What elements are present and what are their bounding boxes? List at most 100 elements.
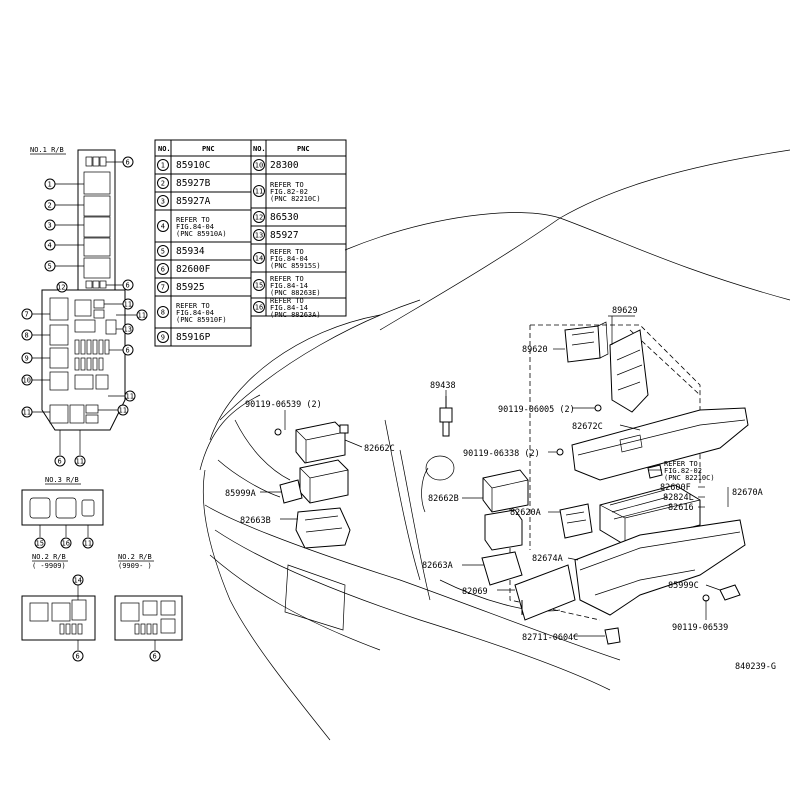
table-row-pnc: 86530: [270, 212, 299, 223]
part-clips: [274, 404, 741, 645]
table-row-number-16: [253, 301, 265, 313]
table-row-pnc: (PNC 82210C): [270, 195, 321, 203]
table-row-no: 5: [161, 248, 165, 256]
part-82620A-relay: [484, 503, 593, 551]
table-row-number-6: [157, 263, 169, 275]
part-82662-relay-mid: [299, 459, 349, 504]
relay-block-no2b: NO.2 R/B (9909- ) 6: [114, 553, 183, 662]
no2a-subtitle: ( -9909): [32, 562, 66, 570]
svg-text:9: 9: [25, 355, 29, 363]
svg-text:6: 6: [76, 653, 80, 661]
svg-text:8: 8: [25, 332, 29, 340]
table-row-pnc: 85927A: [176, 196, 211, 207]
table-header-no-right: NO.: [253, 145, 266, 153]
table-row-pnc: 85927B: [176, 178, 211, 189]
label-90119-06005: 90119-06005 (2): [498, 405, 575, 415]
relay-block-no2a: NO.2 R/B ( -9909) 14 6: [21, 553, 96, 662]
part-89629-sensor: [609, 329, 649, 413]
table-row-no: 7: [161, 284, 165, 292]
table-row-no: 10: [255, 162, 263, 170]
table-row-pnc: REFER TO: [270, 248, 304, 256]
part-85999A-bracket: [279, 479, 303, 504]
table-row-number-14: [253, 252, 265, 264]
relay-block-no1: NO.1 R/B: [21, 146, 148, 467]
table-header-no-left: NO.: [158, 145, 171, 153]
table-row-pnc: REFER TO: [270, 275, 304, 283]
table-row-no: 16: [255, 304, 263, 312]
svg-text:11: 11: [126, 393, 134, 401]
label-refer-2: FIG.82-02: [664, 467, 702, 475]
table-row-no: 11: [255, 188, 263, 196]
table-row-pnc: 85910C: [176, 160, 210, 171]
svg-text:11: 11: [124, 301, 132, 309]
svg-text:6: 6: [126, 347, 130, 355]
no1-title: NO.1 R/B: [30, 146, 64, 154]
part-82662C-relay: [295, 421, 349, 464]
figure-id: 840239-G: [735, 662, 776, 672]
table-row-no: 14: [255, 255, 263, 263]
label-82600F: 82600F: [660, 483, 691, 493]
table-row-number-4: [157, 220, 169, 232]
label-82672C: 82672C: [572, 422, 603, 432]
svg-text:11: 11: [138, 312, 146, 320]
callout-labels: 89629 89620 89438 90119-06005 (2) 82672C…: [225, 306, 776, 672]
label-90119-06539-2: 90119-06539 (2): [245, 400, 322, 410]
table-row-pnc: 85934: [176, 246, 205, 257]
svg-text:11: 11: [23, 409, 31, 417]
relay-block-no3: NO.3 R/B 15 16 11: [21, 476, 104, 549]
table-row-pnc: FIG.82-02: [270, 188, 308, 196]
svg-text:16: 16: [62, 540, 70, 548]
part-82663A-holder: [481, 551, 523, 586]
svg-text:1: 1: [48, 181, 52, 189]
label-refer-3: (PNC 82210C): [664, 474, 715, 482]
svg-text:6: 6: [126, 159, 130, 167]
table-row-pnc: 85927: [270, 230, 299, 241]
part-89438-switch: [439, 396, 453, 437]
part-82663B-holder: [295, 507, 351, 549]
table-row-number-13: [253, 229, 265, 241]
table-header-pnc-left: PNC: [202, 145, 215, 153]
table-row-no: 4: [161, 223, 165, 231]
svg-text:11: 11: [76, 458, 84, 466]
label-82663B: 82663B: [240, 516, 271, 526]
table-header-pnc-right: PNC: [297, 145, 310, 153]
label-90119-06338: 90119-06338 (2): [463, 449, 540, 459]
label-89620: 89620: [522, 345, 548, 355]
table-row-number-2: [157, 177, 169, 189]
label-82620A: 82620A: [510, 508, 541, 518]
label-89629: 89629: [612, 306, 638, 316]
no2b-title: NO.2 R/B: [118, 553, 152, 561]
table-row-pnc: (PNC 85915S): [270, 262, 321, 270]
part-82672C-cover: [571, 407, 749, 481]
svg-text:3: 3: [48, 222, 52, 230]
label-85999A: 85999A: [225, 489, 256, 499]
svg-text:6: 6: [126, 282, 130, 290]
table-row-number-12: [253, 211, 265, 223]
table-row-pnc: FIG.84-14: [270, 304, 308, 312]
no1-callouts: 1 2 3 4 5 6 6 12 11 11 13 6 7 8: [21, 156, 148, 467]
table-row-pnc: FIG.84-04: [270, 255, 308, 263]
table-row-no: 8: [161, 309, 165, 317]
label-82069: 82069: [462, 587, 488, 597]
table-row-no: 6: [161, 266, 165, 274]
table-row-no: 3: [161, 198, 165, 206]
label-82824L: 82824L: [663, 493, 694, 503]
label-82674A: 82674A: [532, 554, 563, 564]
table-row-pnc: (PNC 85910A): [176, 230, 227, 238]
table-row-pnc: 28300: [270, 160, 299, 171]
svg-text:11: 11: [119, 407, 127, 415]
svg-text:4: 4: [48, 242, 52, 250]
svg-text:6: 6: [153, 653, 157, 661]
label-82616: 82616: [668, 503, 694, 513]
table-row-pnc: REFER TO: [176, 216, 210, 224]
table-row-pnc: 85925: [176, 282, 205, 293]
table-row-pnc: REFER TO: [176, 302, 210, 310]
label-82662B: 82662B: [428, 494, 459, 504]
table-row-pnc: (PNC 88263E): [270, 289, 321, 297]
svg-text:6: 6: [58, 458, 62, 466]
label-82670A: 82670A: [732, 488, 763, 498]
svg-text:12: 12: [57, 284, 65, 292]
table-row-no: 15: [255, 282, 263, 290]
